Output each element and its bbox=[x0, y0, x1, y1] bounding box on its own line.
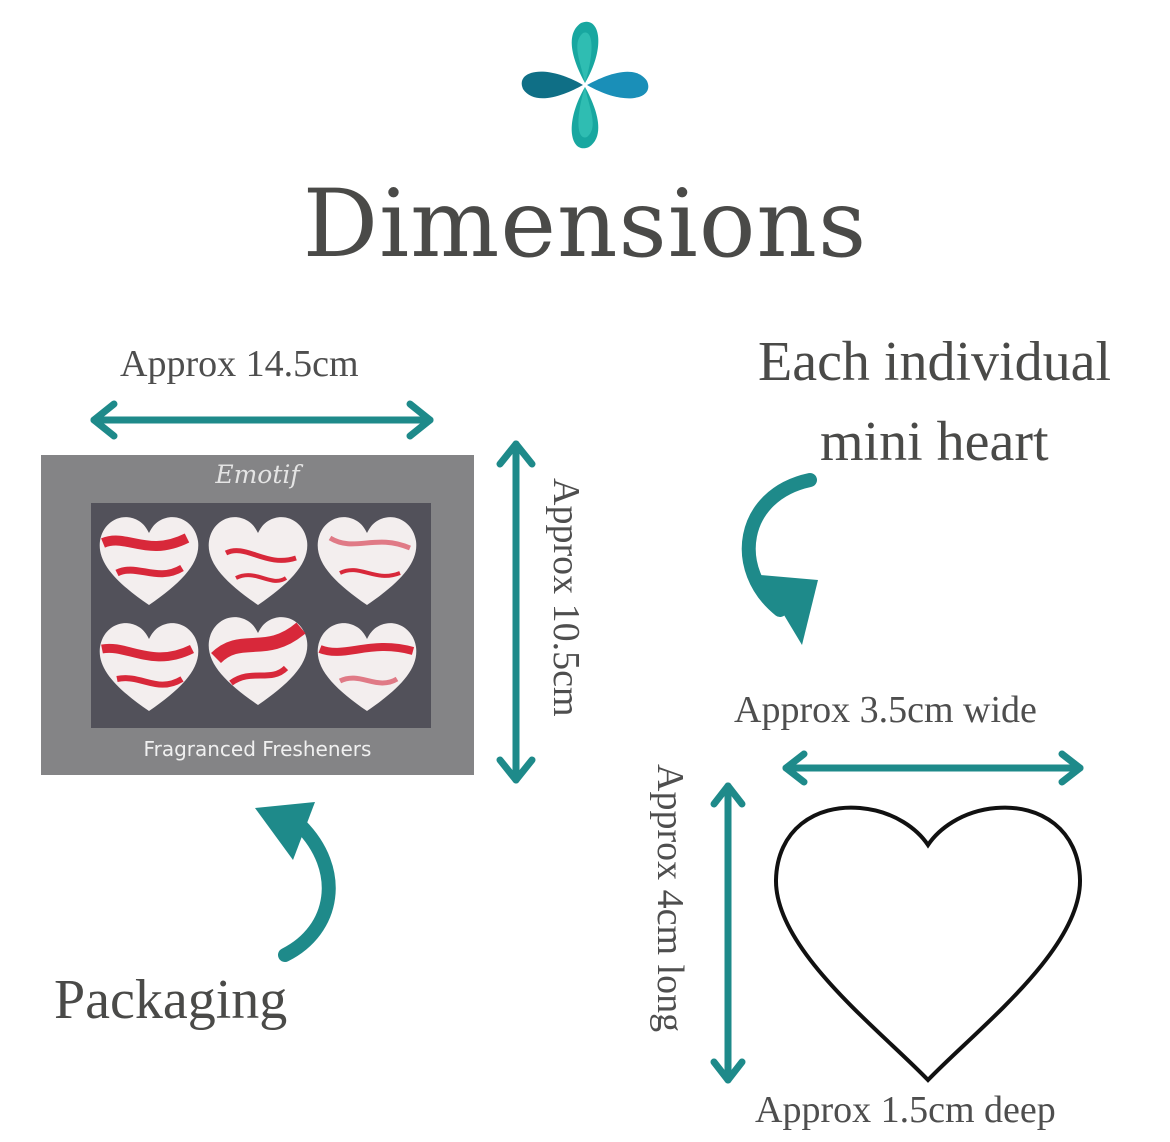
page-title: Dimensions bbox=[302, 170, 868, 279]
heart-3 bbox=[317, 517, 417, 605]
heart-outline-icon bbox=[773, 805, 1083, 1083]
packaging-width-arrow-icon bbox=[90, 400, 434, 440]
heart-width-arrow-icon bbox=[782, 750, 1084, 786]
box-brand: Emotif bbox=[215, 460, 300, 489]
box-window bbox=[91, 503, 431, 728]
packaging-height-arrow-icon bbox=[496, 440, 536, 784]
product-box: Emotif bbox=[41, 455, 474, 775]
box-hearts bbox=[99, 517, 417, 711]
heart-length-arrow-icon bbox=[710, 782, 746, 1084]
heart-6 bbox=[317, 623, 417, 711]
packaging-height-label: Approx 10.5cm bbox=[545, 478, 587, 717]
heart-heading-line1: Each individual bbox=[758, 331, 1112, 393]
heart-heading-line2: mini heart bbox=[820, 411, 1049, 473]
heart-depth-label: Approx 1.5cm deep bbox=[755, 1089, 1056, 1131]
heart-4 bbox=[99, 623, 199, 711]
brand-logo-icon bbox=[521, 21, 649, 149]
heart-2 bbox=[208, 517, 308, 605]
box-product-name: Fragranced Fresheners bbox=[143, 737, 372, 761]
heart-width-label: Approx 3.5cm wide bbox=[734, 689, 1037, 731]
heart-5 bbox=[208, 617, 308, 705]
heart-curved-arrow-icon bbox=[741, 473, 818, 645]
packaging-width-label: Approx 14.5cm bbox=[120, 343, 359, 385]
packaging-caption: Packaging bbox=[54, 969, 288, 1031]
heart-1 bbox=[99, 517, 199, 605]
packaging-curved-arrow-icon bbox=[255, 802, 336, 962]
heart-length-label: Approx 4cm long bbox=[649, 764, 691, 1033]
